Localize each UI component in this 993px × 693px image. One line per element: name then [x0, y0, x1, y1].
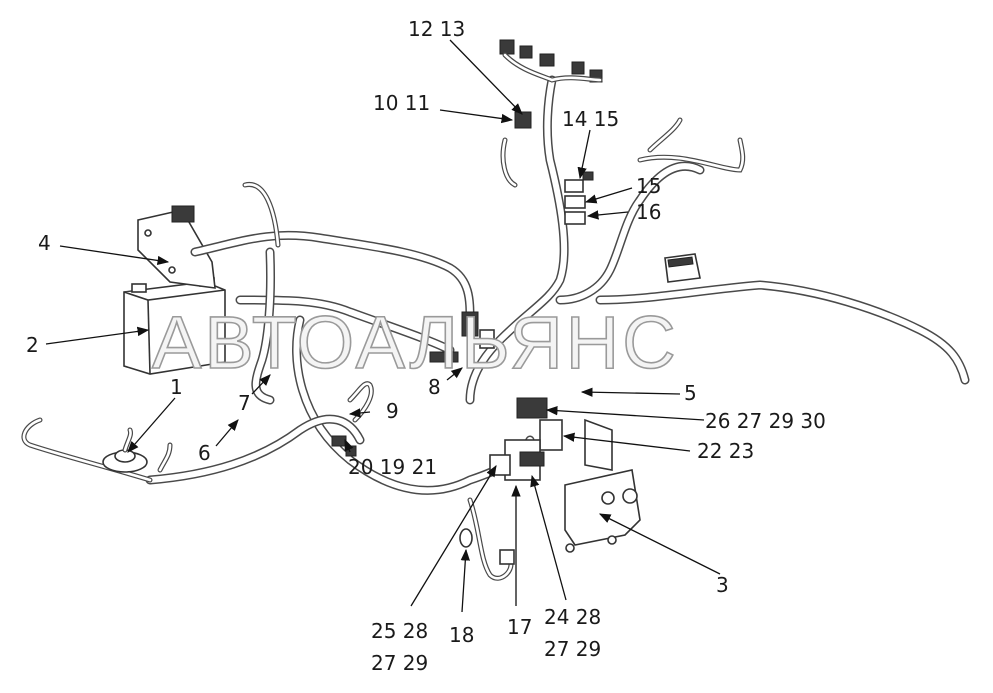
callout-26-27-29-30: 26 27 29 30: [705, 409, 826, 433]
callout-27-29-right: 27 29: [544, 637, 601, 661]
mounting-plate: [564, 418, 641, 553]
callout-10-11: 10 11: [373, 91, 430, 115]
relay-box: [664, 253, 701, 283]
upper-connector-cluster: [499, 39, 603, 83]
watermark: АВТОАЛЬЯНС: [152, 301, 679, 384]
callout-24-28: 24 28: [544, 605, 601, 629]
bulb-holder: [499, 549, 515, 565]
horn: [102, 427, 173, 473]
callout-20-19-21: 20 19 21: [348, 455, 437, 479]
callout-15: 15: [636, 174, 661, 198]
callout-14-15: 14 15: [562, 107, 619, 131]
callout-7: 7: [238, 391, 251, 415]
callout-17: 17: [507, 615, 532, 639]
callout-8: 8: [428, 375, 441, 399]
harness-drawing: [21, 39, 970, 581]
callout-27-29-left: 27 29: [371, 651, 428, 675]
leader-lines: [45, 39, 721, 613]
callout-18: 18: [449, 623, 474, 647]
callout-1: 1: [170, 375, 183, 399]
callout-labels: 1 2 3 4 5 6 7 8 9 10 11 12 13 14 15 15 1…: [26, 17, 826, 675]
battery-bracket: [137, 205, 216, 289]
callout-9: 9: [386, 399, 399, 423]
callout-16: 16: [636, 200, 661, 224]
callout-22-23: 22 23: [697, 439, 754, 463]
callout-2: 2: [26, 333, 39, 357]
connector-14-16: [564, 171, 594, 225]
callout-12-13: 12 13: [408, 17, 465, 41]
callout-4: 4: [38, 231, 51, 255]
callout-3: 3: [716, 573, 729, 597]
relay-cluster-center: [489, 397, 563, 481]
battery: [123, 277, 226, 375]
callout-6: 6: [198, 441, 211, 465]
callout-5: 5: [684, 381, 697, 405]
callout-25-28: 25 28: [371, 619, 428, 643]
connector-10-11: [500, 111, 532, 188]
ring-terminal: [459, 528, 473, 548]
connector-8: [429, 311, 495, 363]
